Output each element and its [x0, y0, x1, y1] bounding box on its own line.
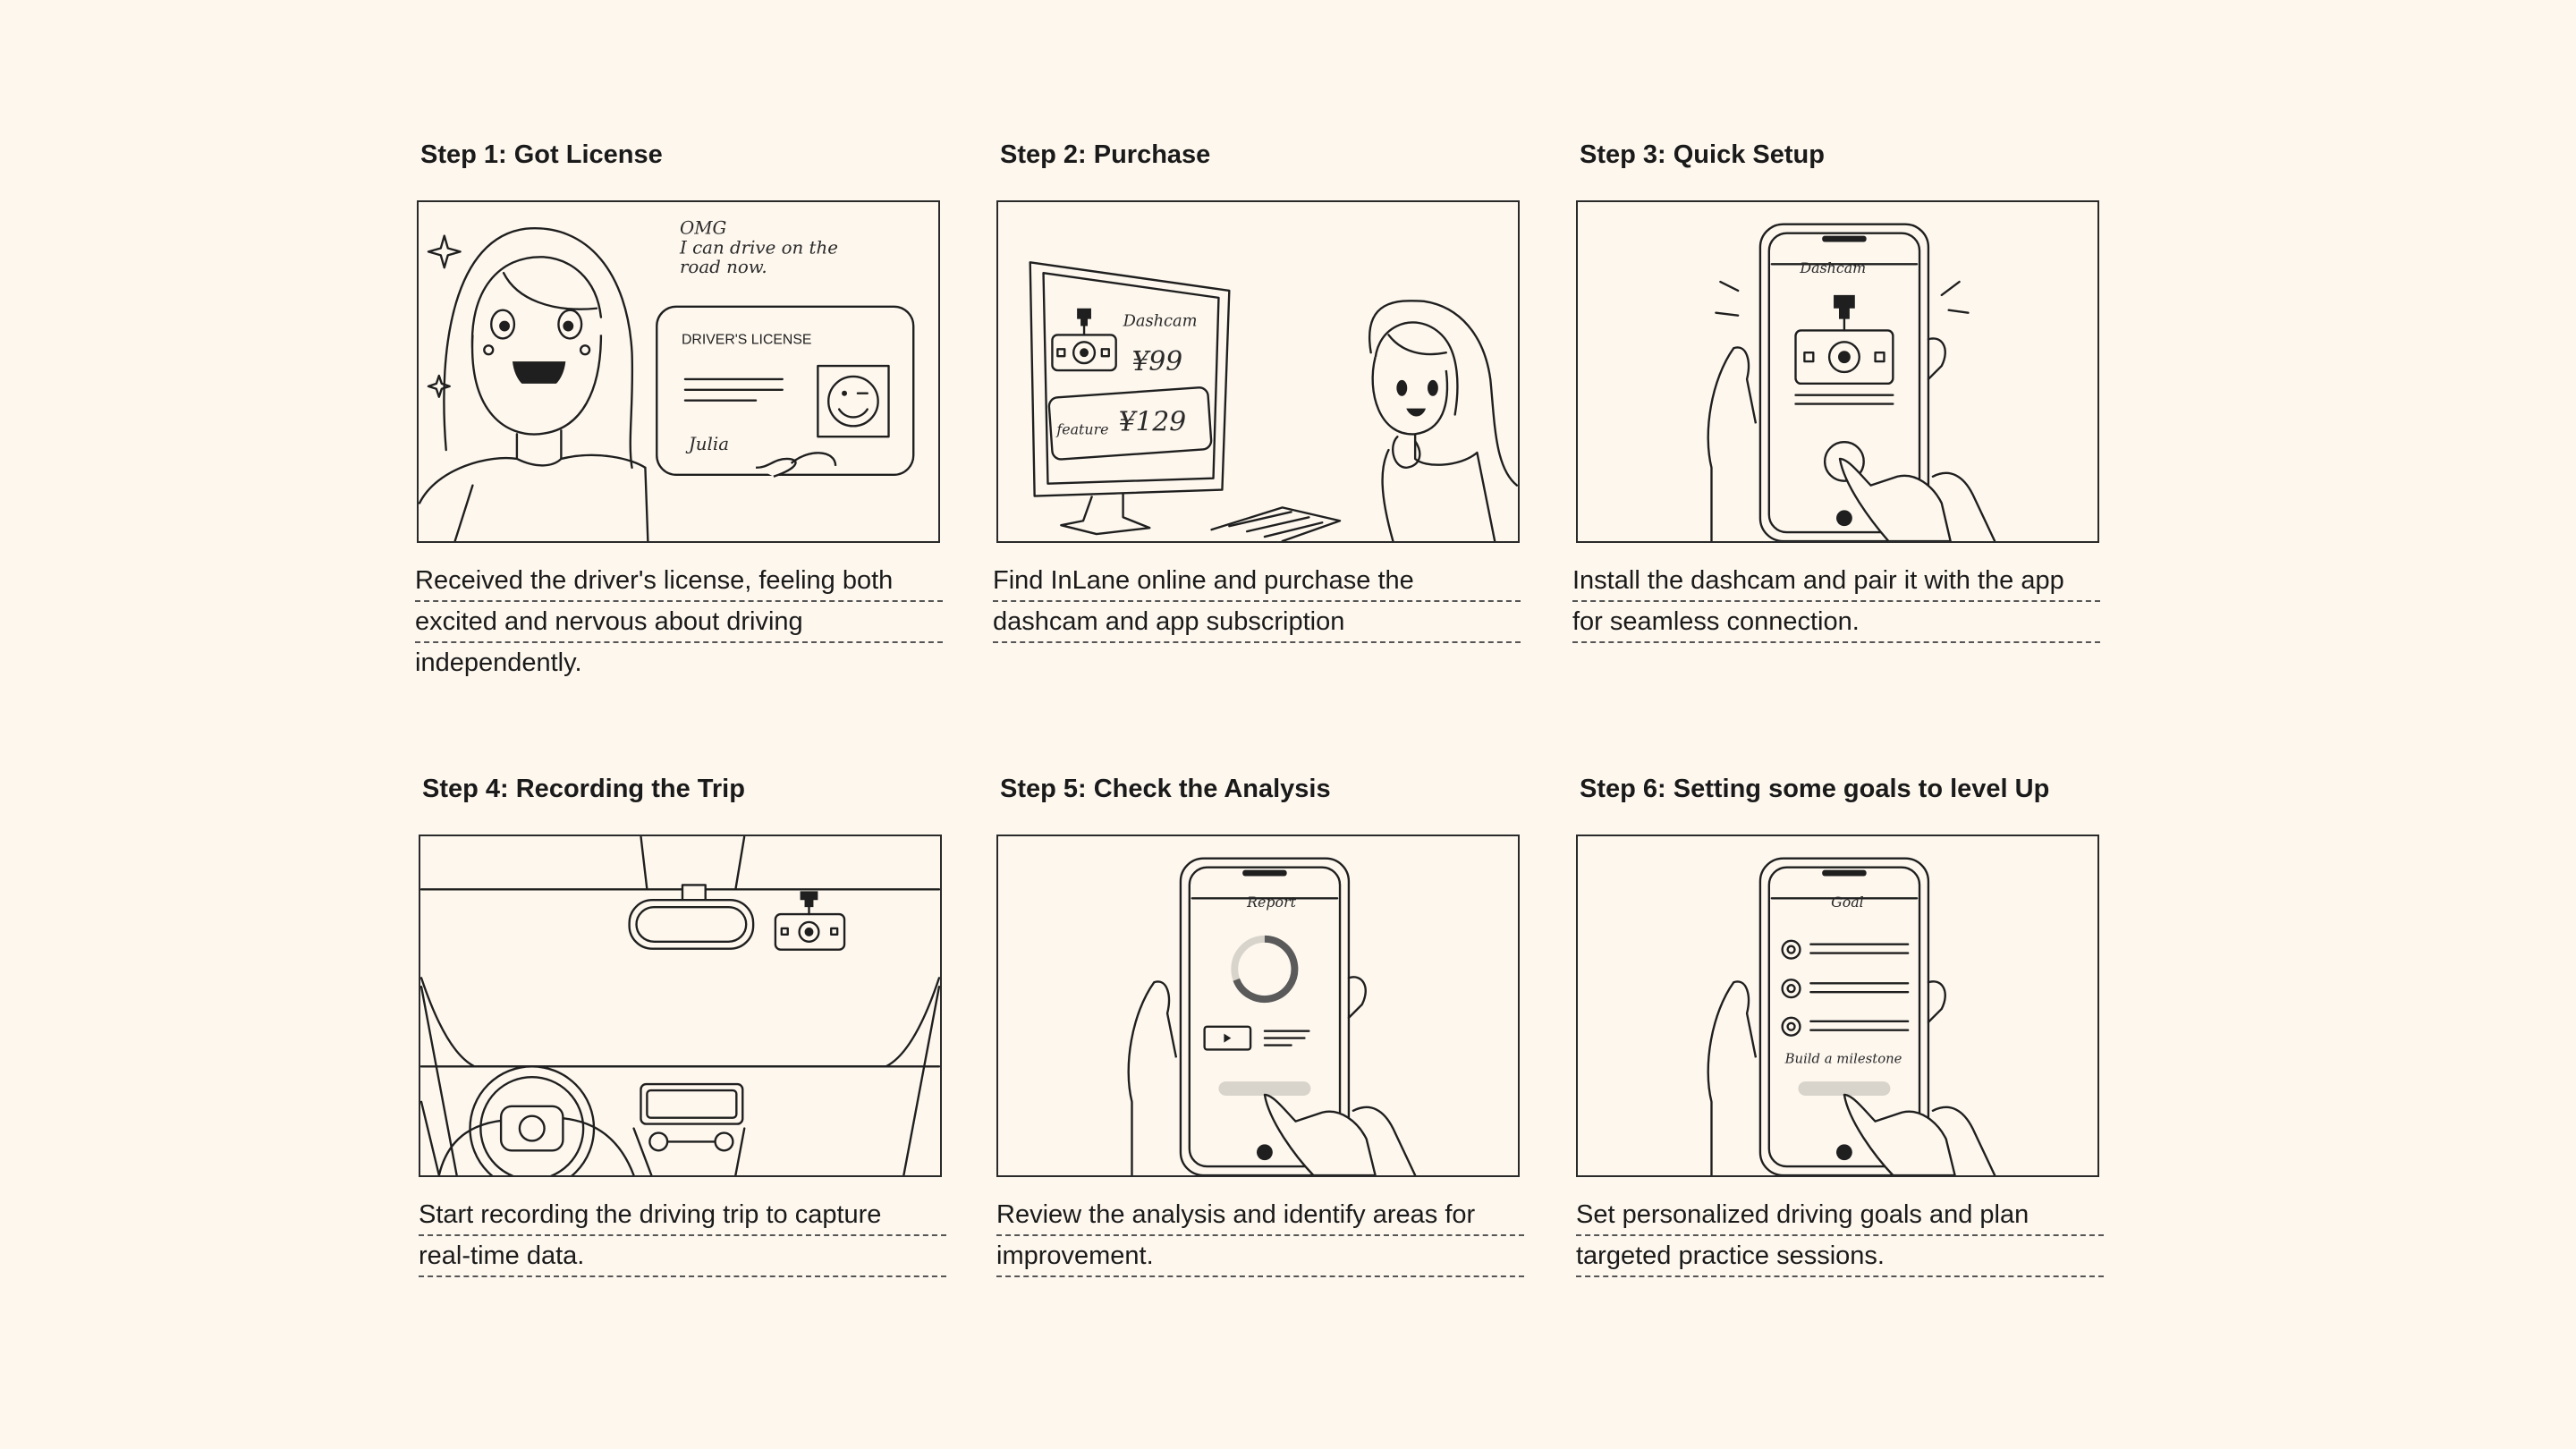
svg-text:road now.: road now.	[680, 257, 767, 277]
step-description: Received the driver's license, feeling b…	[415, 561, 943, 682]
progress-ring	[1231, 935, 1299, 1004]
motion-lines	[1715, 280, 1970, 317]
svg-text:¥129: ¥129	[1119, 405, 1187, 436]
svg-text:Julia: Julia	[685, 434, 729, 454]
dashcam-icon	[774, 891, 846, 951]
step-description: Start recording the driving trip to capt…	[419, 1195, 946, 1277]
description-line: real-time data.	[419, 1236, 946, 1277]
description-line: Find InLane online and purchase the	[993, 561, 1521, 602]
illustration-quick-setup: Dashcam	[1576, 200, 2099, 543]
description-line: improvement.	[996, 1236, 1524, 1277]
target-icon	[1781, 939, 1801, 1037]
phone: Dashcam	[1758, 223, 1930, 541]
feature-box: feature ¥129	[1047, 386, 1213, 461]
play-icon	[1224, 1033, 1232, 1043]
step-title: Step 1: Got License	[420, 140, 663, 169]
svg-text:Dashcam: Dashcam	[1799, 259, 1866, 276]
illustration-purchase: Dashcam ¥99 feature ¥129	[996, 200, 1520, 543]
svg-text:feature: feature	[1055, 420, 1108, 437]
keyboard	[1210, 506, 1342, 541]
svg-text:OMG: OMG	[680, 218, 726, 239]
girl-figure	[1368, 300, 1518, 541]
phone: Goal Build a milestone	[1758, 857, 1930, 1175]
illustration-setting-goals: Goal Build a milestone	[1576, 835, 2099, 1177]
description-line: Start recording the driving trip to capt…	[419, 1195, 946, 1236]
step-title: Step 6: Setting some goals to level Up	[1580, 775, 2050, 803]
dashcam-icon	[1794, 294, 1894, 386]
description-line: Review the analysis and identify areas f…	[996, 1195, 1524, 1236]
illustration-recording-trip	[419, 835, 942, 1177]
step-title: Step 5: Check the Analysis	[1000, 775, 1331, 803]
step-title: Step 2: Purchase	[1000, 140, 1211, 169]
step-description: Set personalized driving goals and plan …	[1576, 1195, 2104, 1277]
svg-text:¥99: ¥99	[1131, 345, 1182, 377]
illustration-check-analysis: Report	[996, 835, 1520, 1177]
step-title: Step 4: Recording the Trip	[422, 775, 745, 803]
svg-text:Goal: Goal	[1831, 894, 1864, 911]
description-line: independently.	[415, 648, 582, 677]
illustration-got-license: OMG I can drive on the road now. DRIVER'…	[417, 200, 940, 543]
license-card: DRIVER'S LICENSE Julia	[656, 305, 915, 478]
description-line: dashcam and app subscription	[993, 602, 1521, 643]
dashcam-icon	[1051, 308, 1117, 372]
step-description: Review the analysis and identify areas f…	[996, 1195, 1524, 1277]
description-line: for seamless connection.	[1572, 602, 2100, 643]
svg-text:I can drive on the: I can drive on the	[679, 237, 838, 258]
description-line: Received the driver's license, feeling b…	[415, 561, 943, 602]
svg-text:Build a milestone: Build a milestone	[1784, 1051, 1902, 1066]
speech-text: OMG I can drive on the road now.	[679, 218, 838, 278]
smiley-icon	[827, 375, 879, 428]
svg-text:Report: Report	[1246, 894, 1297, 911]
step-description: Install the dashcam and pair it with the…	[1572, 561, 2100, 643]
description-line: targeted practice sessions.	[1576, 1236, 2104, 1277]
svg-text:Dashcam: Dashcam	[1123, 312, 1198, 331]
description-line: Set personalized driving goals and plan	[1576, 1195, 2104, 1236]
description-line: Install the dashcam and pair it with the…	[1572, 561, 2100, 602]
step-title: Step 3: Quick Setup	[1580, 140, 1825, 169]
girl-figure	[419, 227, 649, 541]
svg-text:DRIVER'S LICENSE: DRIVER'S LICENSE	[682, 332, 812, 347]
description-line: excited and nervous about driving	[415, 602, 943, 643]
step-description: Find InLane online and purchase the dash…	[993, 561, 1521, 643]
